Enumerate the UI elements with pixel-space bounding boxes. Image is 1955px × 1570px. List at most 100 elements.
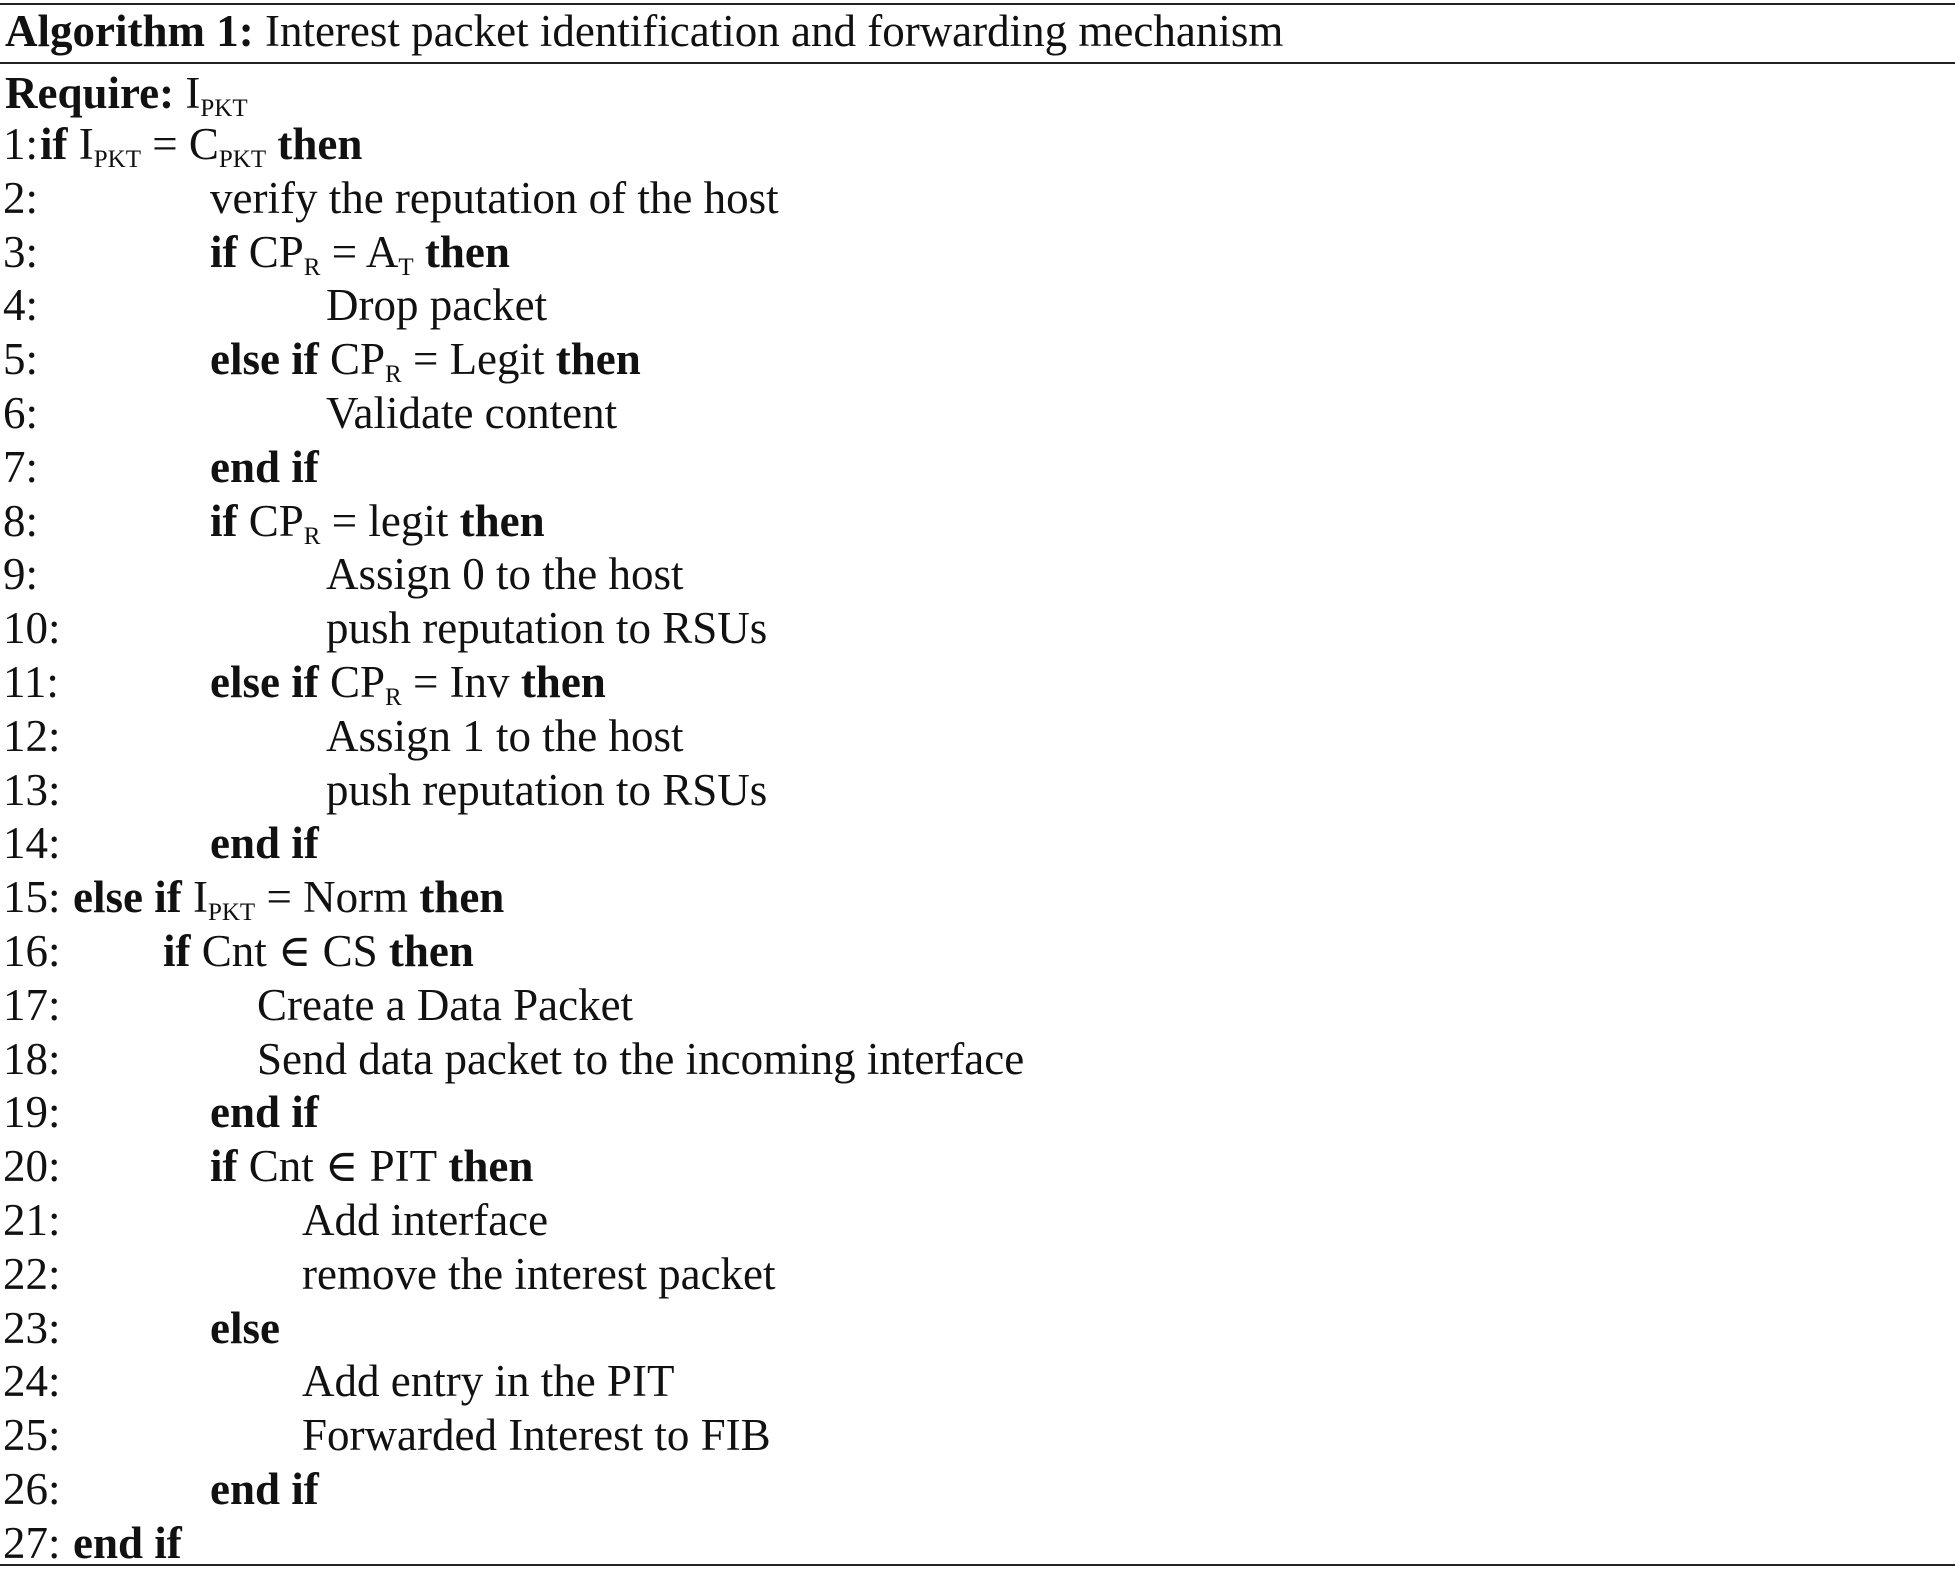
line-number: 16:: [3, 926, 61, 976]
line-statement: Drop packet: [326, 278, 547, 332]
statement-text: = legit: [320, 495, 449, 546]
require-variable: I: [185, 68, 201, 118]
line-number: 12:: [3, 710, 61, 761]
line-statement: push reputation to RSUs: [326, 601, 767, 655]
line-number: 15:: [3, 872, 61, 923]
keyword: else if: [210, 657, 319, 707]
statement-text: Validate content: [326, 388, 618, 438]
statement-text: = Norm: [255, 872, 409, 923]
statement-text: Add interface: [302, 1195, 549, 1245]
subscript: T: [398, 253, 414, 281]
statement-text: = C: [140, 119, 219, 169]
line-statement: if Cnt ∈ PIT then: [210, 1139, 533, 1193]
line-statement: end if: [210, 1085, 319, 1139]
line-number: 18:: [3, 1033, 61, 1084]
line-number: 26:: [3, 1464, 61, 1514]
keyword: then: [448, 495, 545, 546]
line-number: 1:: [3, 119, 39, 169]
top-rule: [0, 3, 1955, 5]
line-number: 10:: [3, 603, 61, 654]
statement-text: Forwarded Interest to FIB: [302, 1410, 771, 1461]
require-keyword: Require:: [5, 68, 175, 118]
line-number: 6:: [3, 388, 39, 438]
keyword: then: [509, 657, 606, 707]
subscript: R: [385, 684, 402, 711]
line-number: 7:: [3, 441, 39, 492]
keyword: then: [408, 872, 505, 923]
keyword: end if: [210, 441, 319, 492]
keyword: if: [210, 226, 238, 277]
line-number: 13:: [3, 764, 61, 815]
line-number: 2:: [3, 172, 39, 223]
line-statement: end if: [210, 1462, 319, 1516]
keyword: if: [210, 1141, 238, 1192]
keyword: if: [210, 495, 238, 546]
keyword: else: [210, 1302, 280, 1353]
statement-text: push reputation to RSUs: [326, 603, 768, 654]
line-statement: Assign 1 to the host: [326, 709, 684, 763]
statement-text: Drop packet: [326, 280, 548, 331]
line-number: 3:: [3, 226, 39, 277]
statement-text: CP: [318, 657, 385, 707]
line-number: 23:: [3, 1302, 61, 1353]
subscript: PKT: [93, 146, 141, 173]
statement-text: = Inv: [401, 657, 510, 707]
keyword: end if: [73, 1517, 182, 1568]
keyword: then: [544, 334, 641, 385]
statement-text: = Legit: [401, 334, 545, 385]
line-statement: else if CPR = Inv then: [210, 655, 606, 711]
subscript: PKT: [218, 146, 267, 173]
line-statement: Add entry in the PIT: [302, 1354, 674, 1408]
line-statement: Validate content: [326, 386, 617, 440]
statement-text: Cnt ∈ CS: [190, 926, 378, 976]
line-number: 21:: [3, 1195, 61, 1245]
subscript: R: [385, 361, 402, 389]
line-statement: push reputation to RSUs: [326, 763, 767, 817]
line-number: 19:: [3, 1087, 61, 1138]
line-number: 25:: [3, 1410, 61, 1461]
line-number: 20:: [3, 1141, 61, 1192]
algorithm-label: Algorithm 1:: [5, 6, 254, 56]
statement-text: push reputation to RSUs: [326, 764, 768, 815]
statement-text: = A: [320, 226, 399, 277]
require-subscript: PKT: [200, 95, 248, 122]
line-statement: if Cnt ∈ CS then: [163, 924, 474, 978]
bottom-rule: [0, 1564, 1955, 1566]
keyword: then: [413, 226, 510, 277]
keyword: then: [377, 926, 474, 976]
line-number: 4:: [3, 280, 39, 331]
line-statement: else if CPR = Legit then: [210, 332, 641, 389]
line-statement: end if: [210, 440, 319, 494]
line-number: 9:: [3, 549, 39, 600]
line-statement: verify the reputation of the host: [210, 171, 779, 225]
keyword: if: [40, 119, 68, 169]
keyword: if: [163, 926, 191, 976]
keyword: else if: [210, 334, 319, 385]
subscript: PKT: [207, 899, 256, 927]
line-statement: Add interface: [302, 1193, 548, 1247]
line-number: 22:: [3, 1248, 61, 1299]
statement-text: I: [181, 872, 208, 923]
line-statement: end if: [73, 1516, 182, 1570]
statement-text: Cnt ∈ PIT: [237, 1141, 438, 1192]
statement-text: Send data packet to the incoming interfa…: [257, 1033, 1025, 1084]
line-statement: if CPR = legit then: [210, 494, 545, 549]
keyword: end if: [210, 818, 319, 869]
keyword: then: [266, 119, 363, 169]
line-statement: if CPR = AT then: [210, 225, 510, 281]
line-statement: remove the interest packet: [302, 1247, 776, 1301]
line-statement: end if: [210, 816, 319, 870]
subscript: R: [303, 253, 321, 281]
statement-text: Create a Data Packet: [257, 979, 634, 1030]
keyword: then: [437, 1141, 534, 1192]
algorithm-header: Algorithm 1: Interest packet identificat…: [5, 2, 1283, 60]
line-number: 8:: [3, 495, 39, 546]
line-number: 17:: [3, 979, 61, 1030]
keyword: end if: [210, 1464, 319, 1514]
statement-text: CP: [237, 226, 304, 277]
line-statement: else if IPKT = Norm then: [73, 870, 505, 927]
line-number: 5:: [3, 334, 39, 385]
line-number: 14:: [3, 818, 61, 869]
statement-text: verify the reputation of the host: [210, 172, 779, 223]
line-number: 11:: [3, 657, 59, 707]
